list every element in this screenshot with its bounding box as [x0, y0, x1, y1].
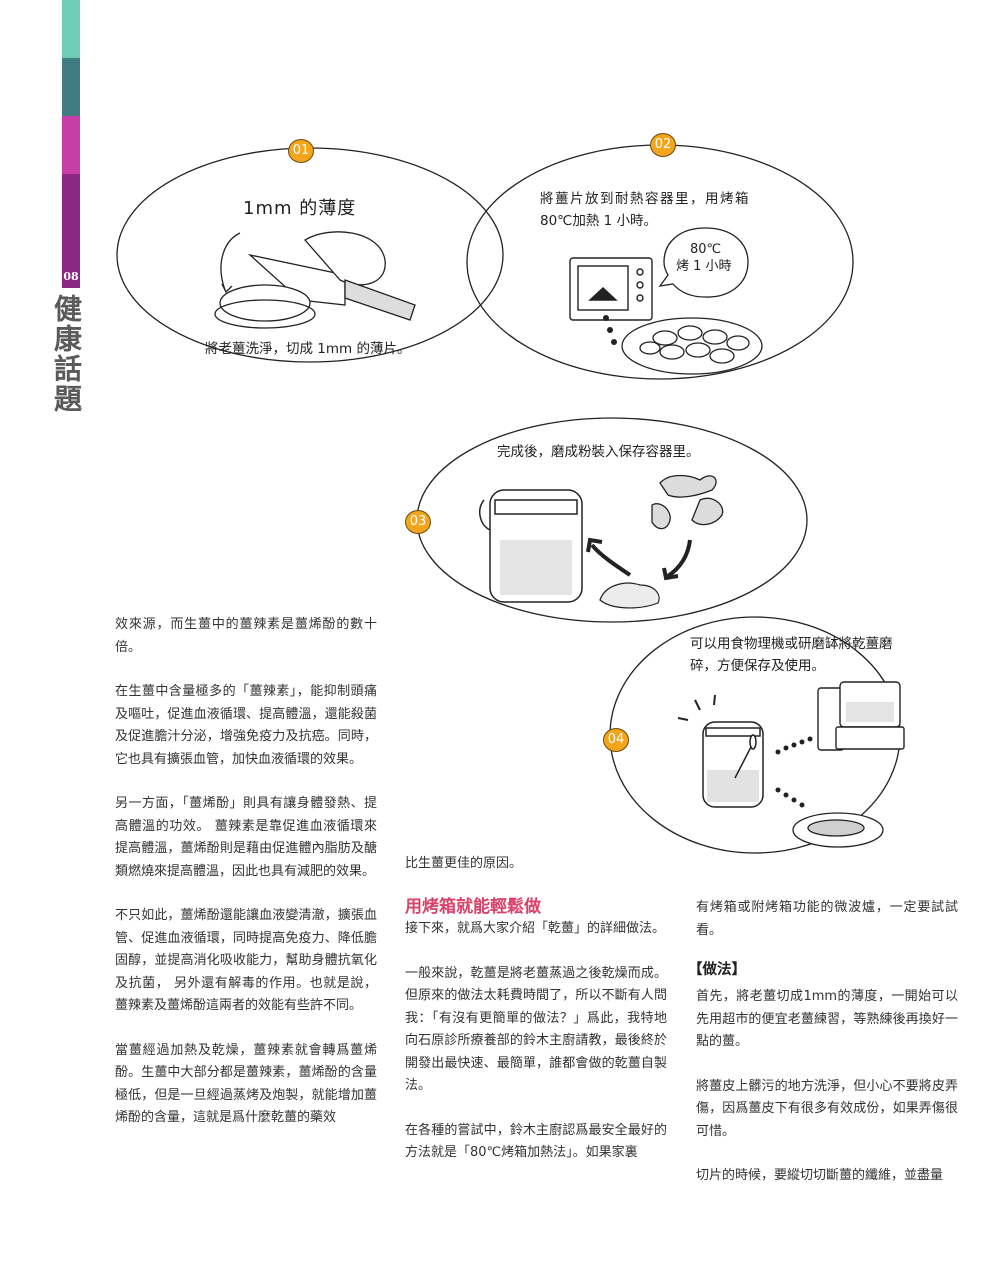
color-strip-purple [62, 174, 80, 288]
dotted-arrows [775, 736, 813, 808]
step1-caption: 將老薑洗淨，切成 1mm 的薄片。 [205, 341, 411, 357]
step4-caption-line2: 碎，方便保存及使用。 [690, 658, 825, 674]
paragraph: 不只如此，薑烯酚還能讓血液變清澈，擴張血管、促進血液循環，同時提高免疫力、降低膽… [115, 908, 377, 1013]
color-strip-teal [62, 0, 80, 58]
dried-slices [651, 474, 724, 530]
bubble-text-line2: 烤 1 小時 [676, 259, 732, 274]
spice-jar-drawing [702, 721, 764, 808]
step-badge-03: 03 [405, 510, 431, 534]
oven-drawing [569, 257, 653, 321]
herb-plate-drawing [792, 812, 884, 848]
paragraph: 首先，將老薑切成1mm的薄度，一開始可以先用超市的便宜老薑練習，等熟練後再換好一… [696, 989, 958, 1049]
step2-caption-line2: 80℃加熱 1 小時。 [540, 213, 658, 229]
article-column-2-lead: 比生薑更佳的原因。 [405, 856, 523, 871]
ginger-plate-drawing [621, 317, 763, 375]
step1-hand-label: 1mm 的薄度 [243, 198, 357, 219]
article-column-3: 首先，將老薑切成1mm的薄度，一開始可以先用超市的便宜老薑練習，等熟練後再換好一… [696, 986, 958, 1210]
knife-ginger-drawing [214, 231, 416, 329]
step-badge-02: 02 [650, 133, 676, 157]
color-strip-magenta [62, 116, 80, 174]
dotted-arrow [603, 315, 617, 345]
paragraph: 在生薑中含量極多的「薑辣素」，能抑制頭痛及嘔吐，促進血液循環、提高體溫，還能殺菌… [115, 684, 377, 767]
color-strip-dark-teal [62, 58, 80, 116]
food-processor-drawing [817, 681, 905, 751]
paragraph: 另一方面，「薑烯酚」則具有讓身體發熱、提高體溫的功效。 薑辣素是靠促進血液循環來… [115, 796, 377, 879]
bubble-text-line1: 80℃ [690, 242, 722, 257]
step2-caption-line1: 將薑片放到耐熱容器里，用烤箱 [540, 191, 750, 207]
step4-caption-line1: 可以用食物理機或研磨缽將乾薑磨 [690, 636, 893, 652]
powder-pile [599, 582, 660, 609]
curved-arrows [586, 537, 692, 581]
paragraph: 在各種的嘗試中，鈴木主廚認爲最安全最好的方法就是「80℃烤箱加熱法」。如果家裏 [405, 1122, 667, 1161]
paragraph: 將薑皮上髒污的地方洗淨，但小心不要將皮弄傷，因爲薑皮下有很多有效成份，如果弄傷很… [696, 1078, 958, 1139]
article-column-2: 接下來，就爲大家介紹「乾薑」的詳細做法。 一般來說，乾薑是將老薑蒸過之後乾燥而成… [405, 918, 667, 1187]
paragraph: 當薑經過加熱及乾燥，薑辣素就會轉爲薑烯酚。生薑中大部分都是薑辣素，薑烯酚的含量極… [115, 1042, 377, 1126]
page-number: 08 [63, 270, 79, 283]
paragraph: 效來源，而生薑中的薑辣素是薑烯酚的數十倍。 [115, 617, 377, 655]
speech-bubble [658, 227, 749, 298]
article-column-1: 效來源，而生薑中的薑辣素是薑烯酚的數十倍。 在生薑中含量極多的「薑辣素」，能抑制… [115, 614, 377, 1152]
spark-lines [677, 694, 716, 721]
step-badge-01: 01 [288, 139, 314, 163]
paragraph: 一般來說，乾薑是將老薑蒸過之後乾燥而成。但原來的做法太耗費時間了，所以不斷有人問… [405, 965, 667, 1094]
step1-ellipse [116, 147, 504, 363]
paragraph: 有烤箱或附烤箱功能的微波爐，一定要試試看。 [696, 900, 958, 938]
paragraph: 切片的時候，要縱切切斷薑的纖維，並盡量 [696, 1168, 944, 1183]
step3-caption: 完成後，磨成粉裝入保存容器里。 [497, 444, 700, 460]
section-heading: 用烤箱就能輕鬆做 [405, 897, 541, 917]
method-heading: 【做法】 [688, 962, 746, 978]
paragraph: 接下來，就爲大家介紹「乾薑」的詳細做法。 [405, 921, 666, 936]
jar-drawing [478, 489, 583, 603]
section-title: 健康話題 [50, 294, 83, 414]
article-column-3-lead: 有烤箱或附烤箱功能的微波爐，一定要試試看。 [696, 897, 958, 964]
step-badge-04: 04 [603, 728, 629, 752]
